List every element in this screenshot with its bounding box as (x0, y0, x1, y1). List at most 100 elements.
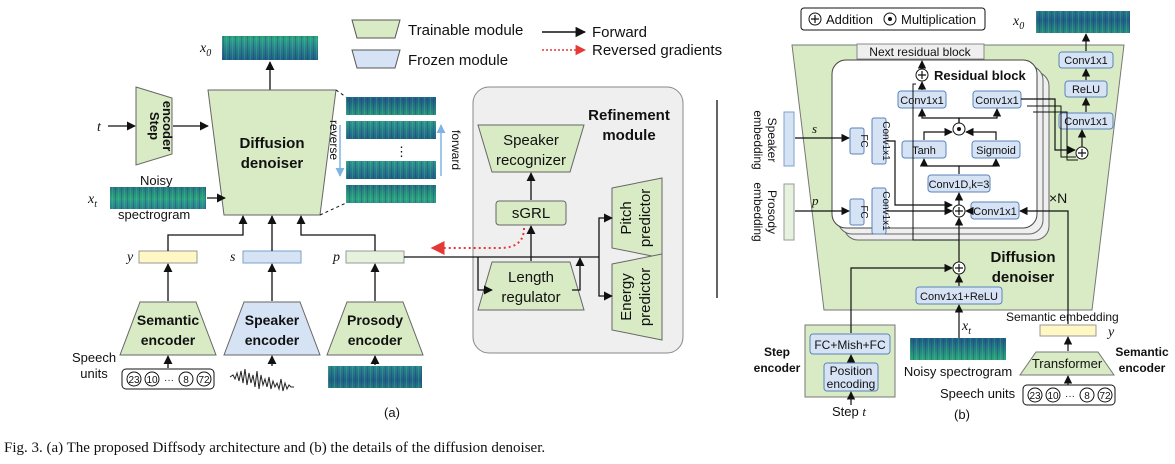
b-next-residual-box (856, 43, 985, 60)
b-arrow-conv1d-sigmoid (959, 158, 1001, 167)
b-conv-s (871, 117, 887, 165)
a-speech-unit-tokens: 23 10 ··· 8 72 (126, 371, 212, 387)
a-unit-1: 23 (128, 375, 140, 386)
b-unit-circle-1 (1027, 387, 1043, 403)
b-transformer-label: Transformer (1032, 356, 1103, 371)
b-arrow-y-conv (1019, 206, 1069, 324)
b-unit-dots: ··· (1065, 391, 1075, 402)
b-next-residual-label: Next residual block (869, 45, 971, 59)
a-speech-units-line1: Speech (72, 350, 116, 365)
b-conv1x1-left (897, 90, 947, 109)
b-semantic-encoder-line1: Semantic (1115, 345, 1169, 359)
b-fc-mish-label: FC+Mish+FC (814, 338, 886, 352)
b-input-add-cross (955, 264, 963, 272)
a-speaker-recognizer-line1: Speaker (503, 132, 559, 149)
legend-reversed-label: Reversed gradients (592, 42, 722, 59)
a-energy-predictor (611, 253, 663, 341)
b-panel-label: (b) (954, 407, 970, 422)
b-sigmoid-box (971, 140, 1021, 159)
legend-trainable-swatch (351, 19, 401, 39)
b-times-n: ×N (1049, 190, 1067, 206)
a-zoom-line-bottom (319, 202, 347, 216)
a-arrow-p-denoiser (296, 215, 376, 251)
a-semantic-encoder-line2: encoder (141, 332, 196, 348)
b-conv-p (871, 187, 887, 235)
a-sgrl-box (495, 200, 567, 226)
figure-caption: Fig. 3. (a) The proposed Diffsody archit… (4, 440, 546, 456)
b-conv1x1-p-label: Conv1x1 (973, 206, 1016, 218)
b-speech-units-label: Speech units (940, 386, 1016, 401)
a-denoiser-line2: denoiser (241, 155, 304, 172)
a-arrow-p-length (477, 257, 493, 295)
b-conv1x1-right-label: Conv1x1 (975, 95, 1018, 107)
b-arrow-skip-2 (1027, 105, 1076, 158)
b-fc-s-label: FC (858, 134, 869, 147)
b-residual-skip-line (912, 83, 959, 241)
a-y-label: y (125, 250, 134, 265)
a-energy-predictor-line2: predictor (637, 268, 654, 326)
b-unit-circle-4 (1097, 387, 1113, 403)
b-arrow-step-add (850, 263, 953, 333)
b-semantic-embedding-label: Semantic embedding (1006, 310, 1119, 324)
b-xt-label: xt (961, 319, 971, 337)
a-forward-label: forward (449, 130, 463, 170)
legend-frozen-label: Frozen module (408, 52, 508, 69)
b-noisy-spectrogram (910, 338, 1006, 360)
a-xt-label: xt (87, 192, 97, 210)
a-semantic-encoder (119, 301, 217, 356)
a-p-label: p (332, 250, 340, 265)
b-conv1d-label: Conv1D,k=3 (929, 179, 990, 191)
a-pitch-predictor-line1: Pitch (618, 201, 635, 234)
b-sigmoid-label: Sigmoid (976, 145, 1016, 157)
a-prosody-encoder-line2: encoder (348, 332, 403, 348)
b-multiplication-dot (888, 17, 892, 21)
a-diffusion-denoiser (207, 89, 337, 216)
b-conv-s-label: Conv1x1 (880, 121, 891, 161)
b-prosody-emb-line1: Prosody (765, 190, 779, 234)
a-sgrl-label: sGRL (512, 205, 550, 222)
a-unit-circle-1 (126, 371, 142, 387)
a-waveform (229, 368, 294, 392)
b-position-line1: Position (830, 364, 873, 378)
a-arrow-y-denoiser (167, 215, 248, 251)
a-speech-units-line2: units (80, 366, 108, 381)
a-panel-label: (a) (384, 405, 400, 420)
b-semantic-encoder-line2: encoder (1119, 361, 1166, 375)
b-skip-sum-cross (1078, 149, 1086, 157)
b-unit-4: 72 (1099, 391, 1111, 402)
a-arrow-to-energy (598, 257, 613, 301)
b-unit-3: 8 (1084, 391, 1090, 402)
b-out-conv1x1-top-label: Conv1x1 (1064, 55, 1107, 67)
a-length-regulator-line1: Length (508, 269, 554, 286)
b-speaker-embedding (783, 111, 795, 167)
a-x0-label: x0 (199, 41, 211, 59)
b-step-encoder-line2: encoder (754, 361, 801, 375)
b-prosody-emb-line2: embedding (751, 182, 765, 241)
panel-b: Addition Multiplication x0 Diffusion den… (751, 7, 1169, 422)
a-denoiser-line1: Diffusion (240, 135, 305, 152)
a-spectrogram-label: spectrogram (118, 207, 190, 222)
a-xt-spectrogram (110, 187, 206, 209)
b-noisy-spectrogram-label: Noisy spectrogram (904, 364, 1012, 379)
a-s-label: s (230, 250, 236, 265)
b-unit-circle-3 (1079, 387, 1095, 403)
b-multiplication-label: Multiplication (901, 12, 976, 27)
b-unit-2: 10 (1047, 391, 1059, 402)
b-out-relu-label: ReLU (1072, 84, 1100, 96)
a-unit-3: 8 (183, 375, 189, 386)
b-arrow-sigmoid-mult (965, 127, 997, 140)
a-unit-4: 72 (198, 375, 210, 386)
a-length-regulator (477, 261, 585, 311)
a-refinement-line2: module (602, 127, 655, 144)
b-x0-label: x0 (1012, 14, 1024, 32)
a-t-label: t (97, 120, 102, 135)
a-arrow-length-up (572, 257, 585, 291)
a-unit-dots: ··· (164, 375, 174, 386)
a-reversed-gradient-arrow (430, 227, 525, 255)
a-prosody-encoder-line1: Prosody (347, 312, 403, 328)
b-fc-p-label: FC (858, 205, 869, 218)
b-unit-circle-2 (1045, 387, 1061, 403)
a-arrow-to-pitch (598, 213, 613, 257)
a-step-encoder (135, 86, 173, 166)
b-arrow-skip-3 (1033, 111, 1078, 161)
